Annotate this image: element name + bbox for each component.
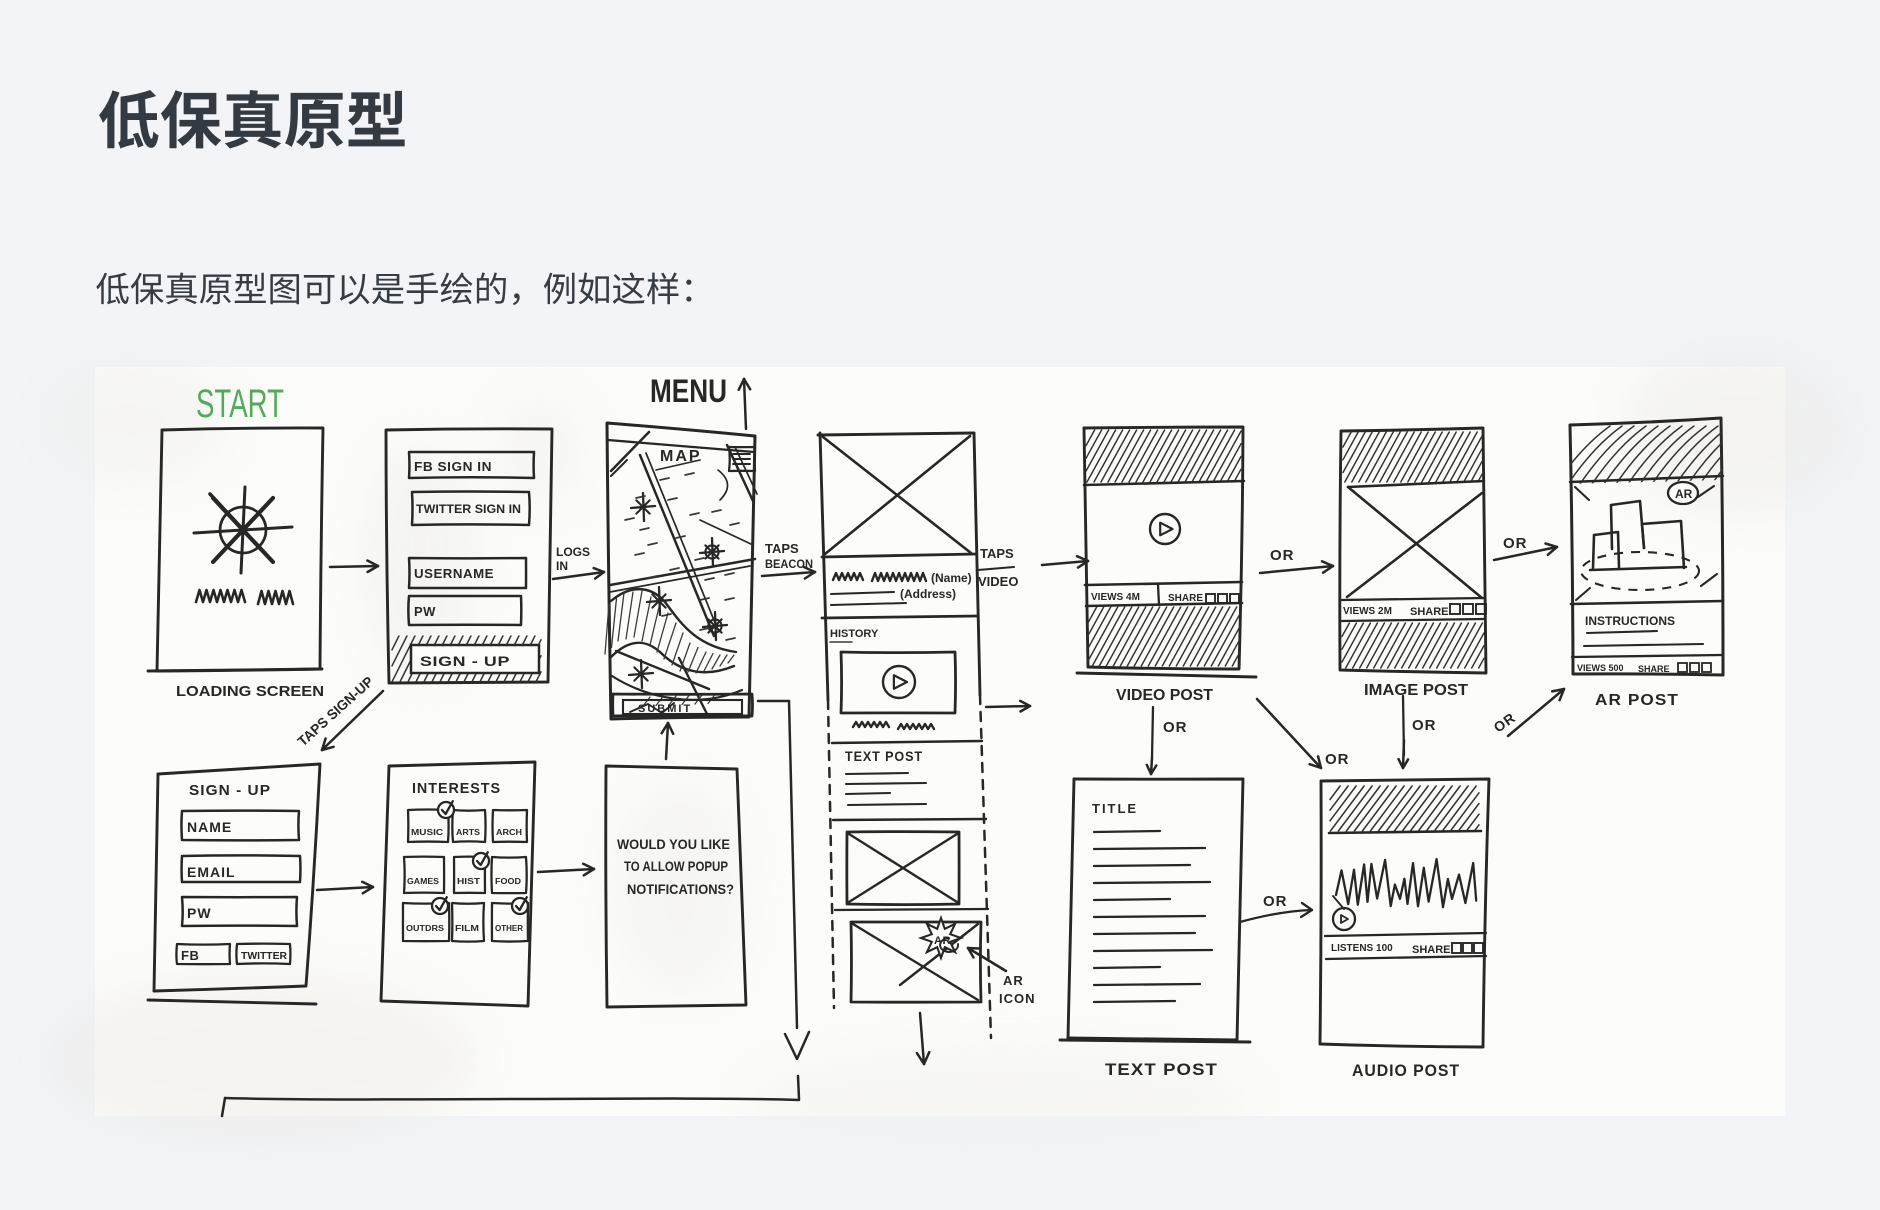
svg-text:ICON: ICON bbox=[999, 991, 1036, 1006]
svg-text:SHARE: SHARE bbox=[1638, 664, 1670, 674]
svg-text:AR: AR bbox=[1003, 973, 1024, 988]
svg-text:NAME: NAME bbox=[187, 819, 232, 835]
svg-text:MENU: MENU bbox=[650, 373, 727, 409]
svg-text:AR POST: AR POST bbox=[1595, 692, 1679, 709]
svg-text:TO ALLOW POPUP: TO ALLOW POPUP bbox=[624, 858, 728, 874]
svg-text:TAPS: TAPS bbox=[980, 546, 1014, 561]
svg-text:SHARE: SHARE bbox=[1412, 944, 1451, 956]
svg-text:LISTENS 100: LISTENS 100 bbox=[1331, 943, 1393, 954]
svg-text:OR: OR bbox=[1412, 717, 1437, 734]
svg-text:IN: IN bbox=[556, 559, 568, 573]
svg-text:TAPS: TAPS bbox=[765, 541, 799, 556]
svg-text:HIST: HIST bbox=[457, 877, 480, 886]
svg-text:HISTORY: HISTORY bbox=[830, 628, 879, 640]
svg-text:GAMES: GAMES bbox=[407, 877, 440, 886]
svg-text:SIGN - UP: SIGN - UP bbox=[189, 782, 271, 799]
svg-text:VIEWS 2M: VIEWS 2M bbox=[1343, 606, 1392, 617]
svg-text:TWITTER SIGN IN: TWITTER SIGN IN bbox=[416, 502, 521, 516]
svg-text:EMAIL: EMAIL bbox=[187, 864, 236, 880]
svg-text:TEXT POST: TEXT POST bbox=[845, 748, 923, 764]
svg-text:LOGS: LOGS bbox=[556, 545, 590, 559]
svg-text:OUTDRS: OUTDRS bbox=[406, 924, 445, 933]
svg-text:START: START bbox=[196, 382, 284, 426]
svg-text:SIGN - UP: SIGN - UP bbox=[420, 653, 510, 669]
svg-text:VIDEO: VIDEO bbox=[978, 574, 1018, 589]
svg-text:PW: PW bbox=[187, 905, 212, 921]
svg-text:OTHER: OTHER bbox=[495, 924, 523, 933]
svg-text:USERNAME: USERNAME bbox=[414, 566, 494, 581]
svg-text:TITLE: TITLE bbox=[1092, 801, 1138, 816]
svg-text:WOULD YOU LIKE: WOULD YOU LIKE bbox=[617, 836, 730, 852]
svg-text:INSTRUCTIONS: INSTRUCTIONS bbox=[1585, 614, 1675, 628]
svg-text:INTERESTS: INTERESTS bbox=[412, 780, 501, 797]
svg-text:NOTIFICATIONS?: NOTIFICATIONS? bbox=[627, 881, 734, 897]
svg-text:TWITTER: TWITTER bbox=[241, 951, 288, 962]
svg-text:VIEWS 500: VIEWS 500 bbox=[1577, 663, 1624, 673]
svg-text:SHARE: SHARE bbox=[1168, 593, 1203, 604]
svg-text:ARTS: ARTS bbox=[456, 828, 481, 837]
svg-text:OR: OR bbox=[1503, 535, 1528, 552]
svg-text:TEXT POST: TEXT POST bbox=[1105, 1060, 1218, 1079]
svg-text:SHARE: SHARE bbox=[1410, 606, 1449, 618]
svg-text:ARCH: ARCH bbox=[496, 828, 522, 837]
svg-text:MUSIC: MUSIC bbox=[411, 828, 443, 837]
svg-text:(Address): (Address) bbox=[900, 587, 956, 601]
svg-text:FOOD: FOOD bbox=[495, 877, 521, 886]
svg-text:LOADING SCREEN: LOADING SCREEN bbox=[176, 683, 324, 700]
svg-text:OR: OR bbox=[1163, 719, 1188, 736]
svg-text:OR: OR bbox=[1270, 547, 1295, 564]
svg-text:PW: PW bbox=[414, 604, 436, 619]
svg-text:MAP: MAP bbox=[660, 448, 702, 465]
svg-text:(Name): (Name) bbox=[931, 571, 972, 585]
svg-text:VIDEO POST: VIDEO POST bbox=[1116, 687, 1213, 704]
svg-text:IMAGE POST: IMAGE POST bbox=[1364, 682, 1468, 699]
svg-text:AUDIO POST: AUDIO POST bbox=[1352, 1061, 1460, 1080]
svg-text:VIEWS 4M: VIEWS 4M bbox=[1091, 592, 1140, 603]
svg-text:OR: OR bbox=[1263, 893, 1288, 910]
svg-text:FILM: FILM bbox=[455, 924, 479, 933]
svg-text:FB: FB bbox=[181, 948, 199, 963]
svg-text:FB SIGN IN: FB SIGN IN bbox=[414, 459, 492, 474]
svg-text:OR: OR bbox=[1325, 751, 1350, 768]
svg-text:AR: AR bbox=[1675, 487, 1693, 501]
svg-text:BEACON: BEACON bbox=[765, 557, 813, 571]
